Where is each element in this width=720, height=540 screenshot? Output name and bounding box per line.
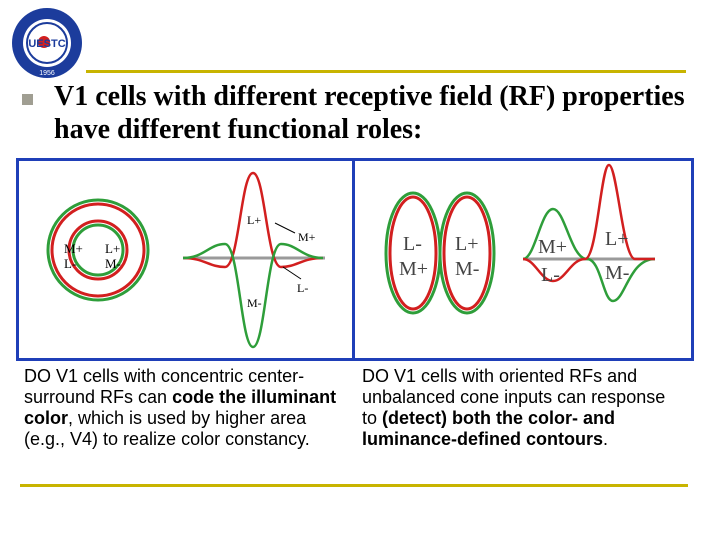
- curve-label-l-plus: L+: [605, 228, 629, 250]
- curve-label-m-plus: M+: [298, 230, 316, 244]
- left-green-curve: [182, 242, 324, 349]
- curve-label-l-plus: L+: [247, 213, 261, 227]
- oriented-rf-panel: L- M+ L+ M- M+ L- L+ M-: [352, 158, 694, 361]
- inner-green-ring: [71, 223, 125, 277]
- inner-red-ring: [67, 219, 129, 281]
- curve-label-m-minus: M-: [247, 296, 262, 310]
- center-label-l-plus: L+: [105, 241, 120, 256]
- oval-left-label-m-plus: M+: [399, 258, 428, 280]
- logo-year: 1956: [39, 70, 55, 77]
- caption-left-text-1: DO V1 cells with concentric center-surro…: [24, 366, 305, 407]
- caption-right-text-2: .: [603, 429, 609, 449]
- caption-left-bold: code the illuminant color: [24, 387, 337, 428]
- concentric-rf-panel: M+ L- L+ M- L+ M+ L- M-: [16, 158, 358, 361]
- oval-left-label-l-minus: L-: [403, 233, 422, 255]
- caption-right-text-1: DO V1 cells with oriented RFs and unbala…: [362, 366, 666, 428]
- oval-right-red: [442, 195, 492, 311]
- top-rule: [86, 70, 686, 73]
- bottom-rule: [20, 484, 688, 487]
- bullet-square: [22, 94, 33, 105]
- outer-green-ring: [46, 198, 150, 302]
- oval-left-red: [388, 195, 438, 311]
- curve-label-l-minus: L-: [297, 281, 308, 295]
- center-label-m-minus: M-: [105, 256, 121, 271]
- oval-right-label-l-plus: L+: [455, 233, 479, 255]
- slide-title: V1 cells with different receptive field …: [54, 81, 685, 145]
- curve-label-l-minus: L-: [541, 264, 560, 286]
- curve-label-m-minus: M-: [605, 262, 629, 284]
- oval-right-label-m-minus: M-: [455, 258, 479, 280]
- right-red-curve: [522, 163, 655, 283]
- curve-label-m-plus: M+: [538, 236, 567, 258]
- caption-right-bold: (detect) both the color- and luminance-d…: [362, 408, 616, 449]
- caption-concentric: DO V1 cells with concentric center-surro…: [24, 366, 340, 450]
- university-logo: UESTC 1956: [10, 6, 84, 80]
- outer-red-ring: [50, 202, 146, 298]
- left-red-curve: [182, 171, 324, 269]
- surround-label-m-plus: M+: [64, 241, 83, 256]
- caption-oriented: DO V1 cells with oriented RFs and unbala…: [362, 366, 684, 450]
- caption-left-text-2: , which is used by higher area (e.g., V4…: [24, 408, 310, 449]
- oval-right-green: [438, 191, 496, 315]
- logo-text: UESTC: [28, 38, 65, 50]
- surround-label-l-minus: L-: [64, 256, 76, 271]
